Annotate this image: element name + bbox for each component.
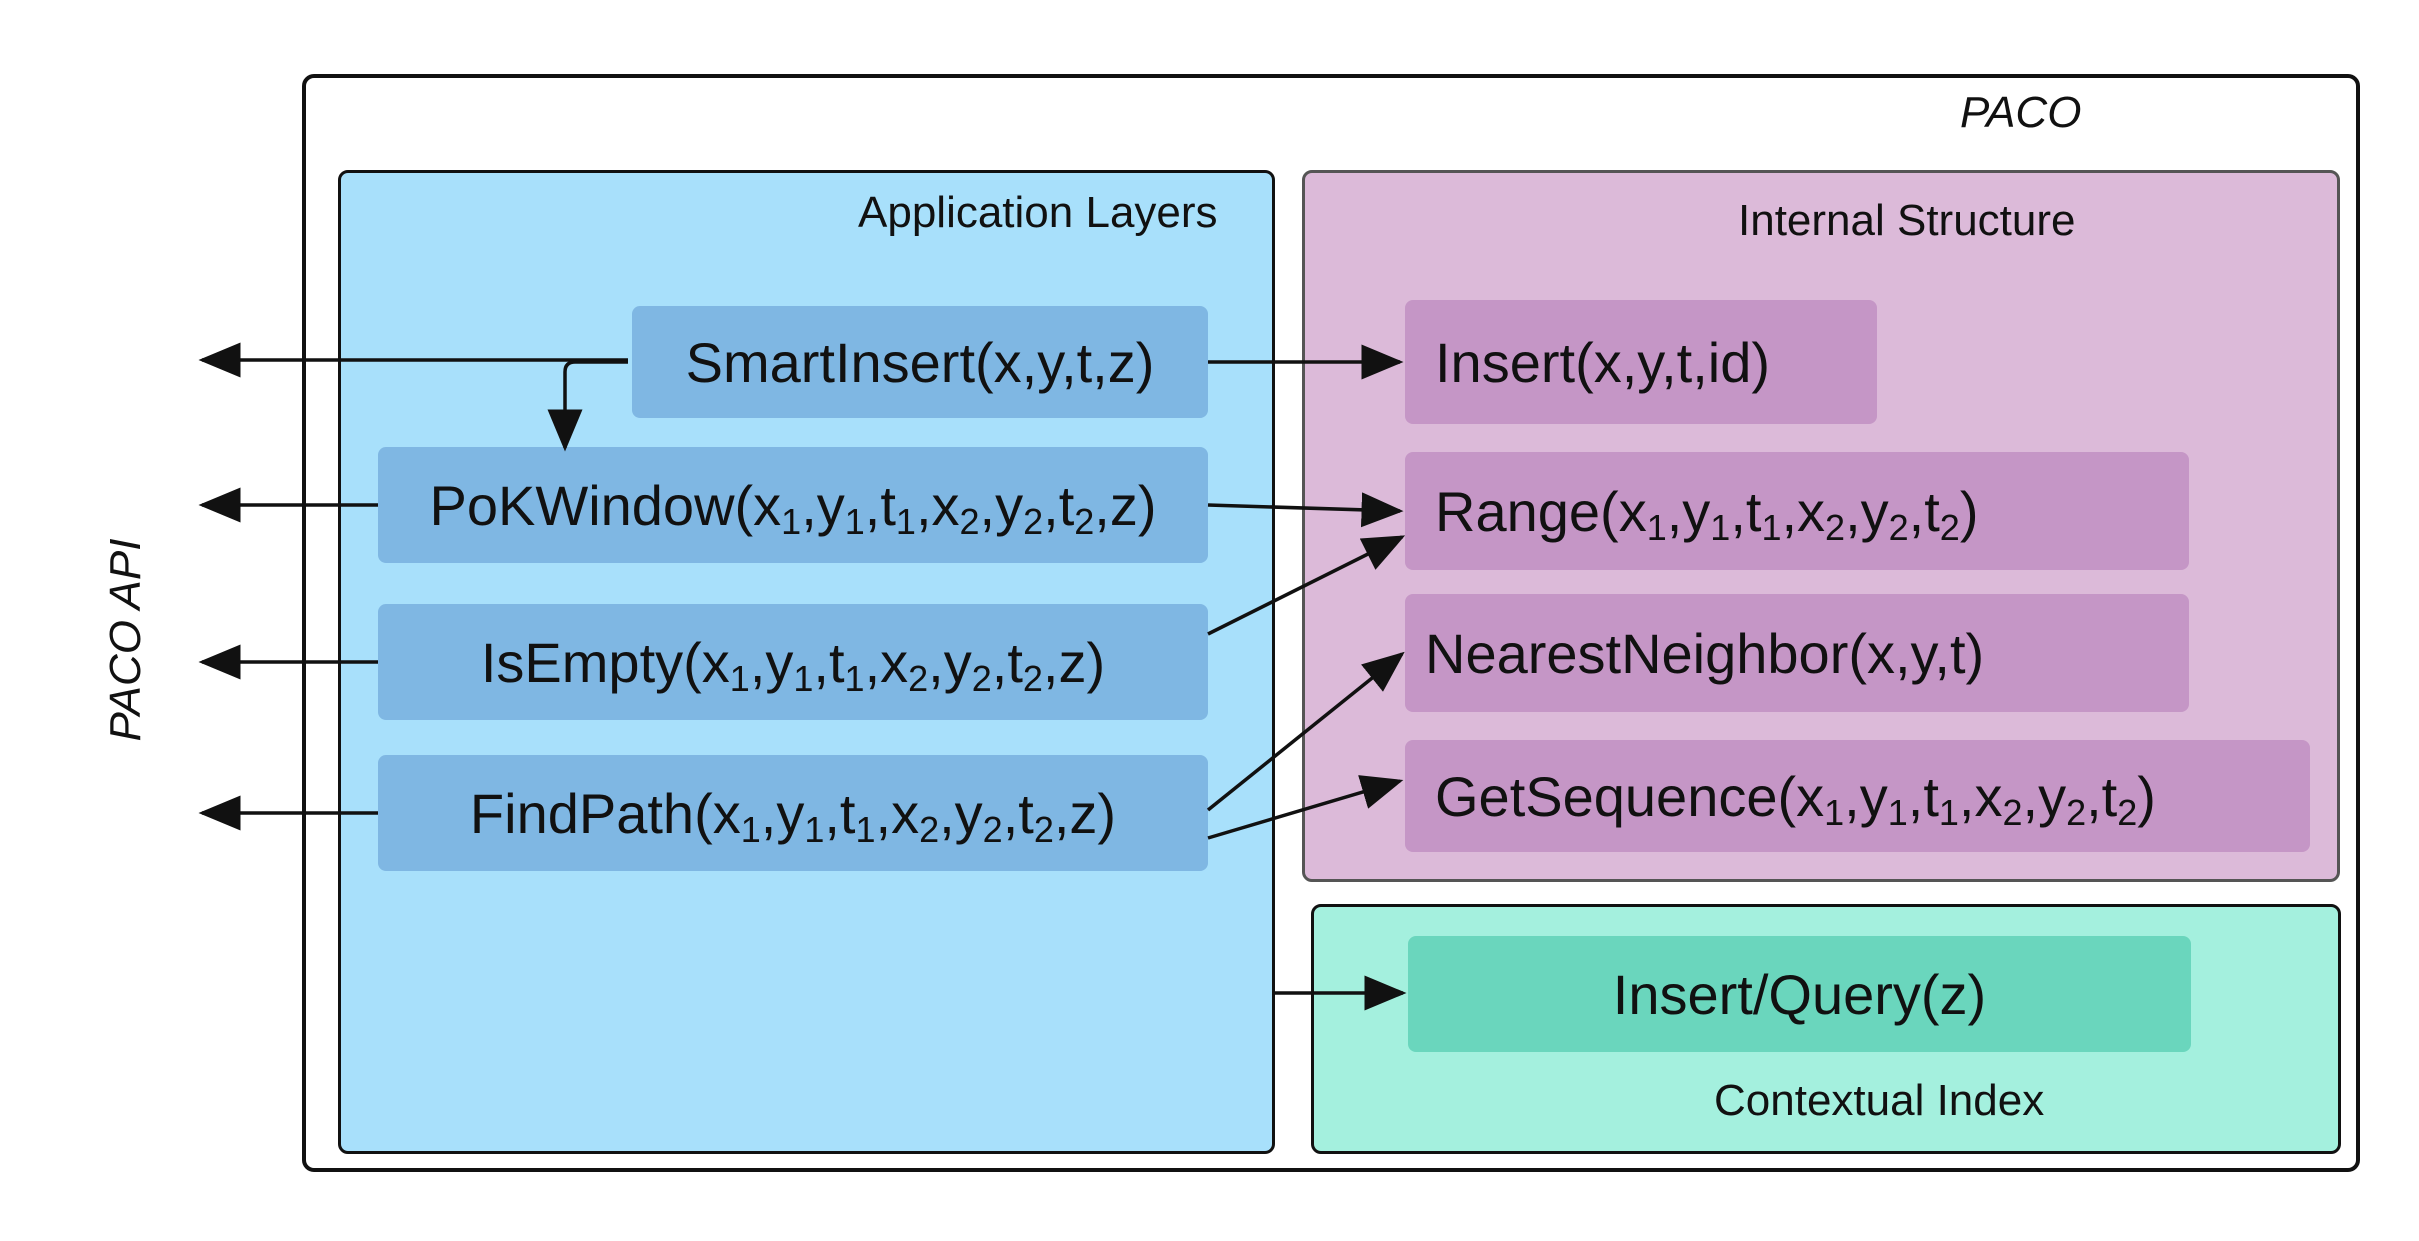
get-sequence-box: GetSequence(x1,y1,t1,x2,y2,t2) — [1405, 740, 2310, 852]
smart-insert-to-pok-window-arrow — [547, 360, 628, 452]
insert-box: Insert(x,y,t,id) — [1405, 300, 1877, 424]
nearest-neighbor-box: NearestNeighbor(x,y,t) — [1405, 594, 2189, 712]
insert-query-label: Insert/Query(z) — [1612, 962, 1987, 1026]
range-label: Range(x1,y1,t1,x2,y2,t2) — [1435, 479, 1979, 548]
contextual-index-title: Contextual Index — [1714, 1076, 2045, 1125]
internal-structure-title: Internal Structure — [1738, 196, 2076, 245]
is-empty-label: IsEmpty(x1,y1,t1,x2,y2,t2,z) — [480, 630, 1106, 699]
pok-window-to-range-arrow — [1207, 492, 1404, 528]
insert-label: Insert(x,y,t,id) — [1435, 330, 1771, 394]
range-box: Range(x1,y1,t1,x2,y2,t2) — [1405, 452, 2189, 570]
find-path-label: FindPath(x1,y1,t1,x2,y2,t2,z) — [469, 781, 1117, 850]
smart-insert-label: SmartInsert(x,y,t,z) — [685, 330, 1155, 394]
is-empty-box: IsEmpty(x1,y1,t1,x2,y2,t2,z) — [378, 604, 1208, 720]
find-path-to-get-sequence-arrow — [1207, 775, 1404, 840]
pok-window-box: PoKWindow(x1,y1,t1,x2,y2,t2,z) — [378, 447, 1208, 563]
paco-title: PACO — [1960, 88, 2082, 137]
application-layers-title: Application Layers — [858, 188, 1218, 237]
nearest-neighbor-label: NearestNeighbor(x,y,t) — [1425, 621, 1985, 685]
find-path-box: FindPath(x1,y1,t1,x2,y2,t2,z) — [378, 755, 1208, 871]
find-path-to-nearest-neighbor-arrow — [1206, 651, 1405, 812]
smart-insert-box: SmartInsert(x,y,t,z) — [632, 306, 1208, 418]
insert-query-box: Insert/Query(z) — [1408, 936, 2191, 1052]
pok-window-label: PoKWindow(x1,y1,t1,x2,y2,t2,z) — [429, 473, 1157, 542]
get-sequence-label: GetSequence(x1,y1,t1,x2,y2,t2) — [1435, 764, 2156, 833]
is-empty-to-range-arrow — [1207, 535, 1406, 636]
